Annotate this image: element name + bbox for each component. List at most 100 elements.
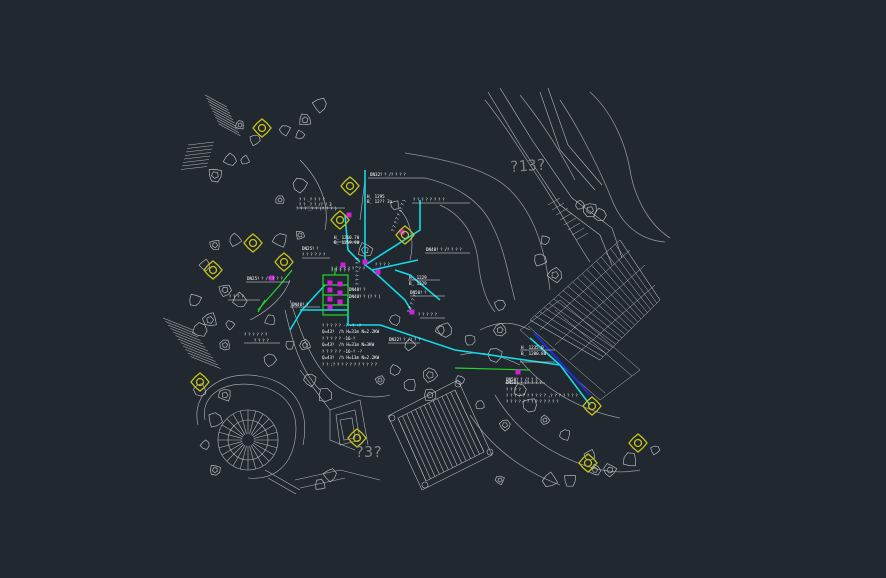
valve-symbol: [375, 269, 381, 275]
rock: [582, 203, 597, 217]
tree-symbol: [340, 176, 360, 196]
tree-symbol: [578, 453, 598, 473]
boardwalk-right: [519, 239, 661, 401]
main-water-pipes: [289, 170, 591, 406]
rock: [295, 129, 306, 140]
rock: [322, 468, 337, 483]
rock: [492, 322, 507, 337]
rock: [192, 322, 208, 337]
valve-symbol: [409, 309, 415, 315]
rock: [559, 429, 570, 441]
tree-symbols: [190, 118, 648, 473]
rock: [434, 325, 445, 335]
rock: [264, 314, 276, 325]
pump-spec: Q=43？ /h H=31m N=2.2KW: [322, 329, 380, 334]
rock: [541, 235, 550, 245]
pump-spec: ？？？？？-？-？-？: [322, 323, 363, 328]
rock: [540, 414, 551, 425]
rock: [583, 449, 596, 461]
valve-symbol: [327, 296, 333, 302]
rock: [389, 364, 402, 376]
rock-detail: [301, 116, 309, 123]
pipe-label: DN50？？/？？？？: [506, 380, 544, 385]
rock: [311, 97, 327, 114]
pump-spec: ？？？？？-16-？-？: [322, 349, 364, 354]
rock: [296, 230, 306, 240]
garden-paths: [249, 159, 531, 495]
elevation-label: B_ 1229: [409, 281, 427, 286]
rock: [292, 177, 309, 194]
rock: [217, 388, 231, 402]
rock-detail: [211, 467, 218, 474]
rock-detail: [501, 422, 509, 429]
pump-spec: Q=43？ /h H=31m N=3KW: [322, 342, 375, 347]
pipe-label: ？？？？？？？？？？？？？: [506, 399, 560, 404]
circular-plaza: [196, 374, 305, 479]
rock: [299, 338, 312, 350]
rock: [202, 312, 217, 326]
watermark-upper: ?13?: [509, 156, 546, 176]
rock: [487, 348, 503, 363]
pipe-label: ？？_？？/？？3: [299, 202, 332, 207]
valve-symbol: [337, 299, 343, 305]
rock-detail: [222, 341, 229, 348]
stairs-upper-right: [487, 87, 623, 266]
rock: [199, 439, 210, 450]
drain-pipe: [533, 332, 591, 396]
rock: [464, 334, 476, 346]
rock: [208, 169, 222, 183]
rock: [541, 471, 559, 487]
rock-detail: [496, 326, 504, 334]
rock: [575, 199, 586, 210]
rock: [208, 412, 223, 428]
tree-symbol: [347, 428, 367, 448]
rock: [475, 400, 485, 410]
rock-detail: [606, 466, 614, 474]
tree-symbol: [628, 433, 648, 453]
pipe-label: ？？？？: [506, 387, 523, 392]
rock-detail: [210, 171, 219, 179]
elevation-label: H_ 1229: [409, 275, 427, 280]
rock: [358, 242, 374, 257]
tree-symbol: [243, 233, 263, 253]
pipe-label: ？？？？？？？？: [413, 197, 447, 202]
pipe-label: DN40？？: [349, 287, 367, 292]
pump-spec: ？？？？？: [331, 268, 352, 273]
rock: [564, 474, 576, 487]
valve-symbol: [327, 287, 333, 293]
rock: [209, 465, 221, 476]
rock-detail: [222, 391, 229, 399]
pipe-label: ？？？？: [375, 262, 392, 267]
rock: [424, 388, 437, 402]
rock: [278, 125, 292, 137]
rock: [209, 240, 220, 251]
pavilion-hatched: [387, 379, 494, 491]
rock: [388, 314, 401, 327]
pipe-label: ？？？？？？？？？？,？？？？？？？: [506, 393, 580, 398]
rock: [318, 387, 332, 402]
valve-symbol: [346, 212, 352, 218]
valves: [269, 212, 521, 375]
pipe-label: DN32？？/？？？？: [370, 172, 408, 177]
pipe-label: ？？？？？: [418, 312, 439, 317]
rock: [222, 152, 237, 166]
pipe-label: ？？？？？？: [244, 332, 269, 337]
valve-symbol: [340, 262, 346, 268]
rock: [263, 353, 278, 368]
rock-detail: [586, 206, 594, 215]
pipe-label: ？？？？？？ ？？: [331, 266, 367, 271]
rock-detail: [377, 377, 383, 383]
elevation-label: H_ 1295: [367, 194, 385, 199]
rock: [218, 284, 232, 298]
pipe-label: DN32？？/？？？: [389, 337, 423, 342]
pipe-label: ？？？_？？(？？？): [296, 206, 337, 211]
rock: [650, 445, 661, 456]
elevation-label: B_ 1200.80: [521, 351, 547, 356]
valve-symbol: [515, 369, 521, 375]
elevation-label: B_ 1259.90: [334, 240, 360, 245]
rock: [622, 452, 636, 467]
rock-detail: [551, 271, 560, 279]
elevation-label: B_ 12?? 3a: [367, 199, 393, 204]
valve-symbol: [362, 259, 368, 265]
